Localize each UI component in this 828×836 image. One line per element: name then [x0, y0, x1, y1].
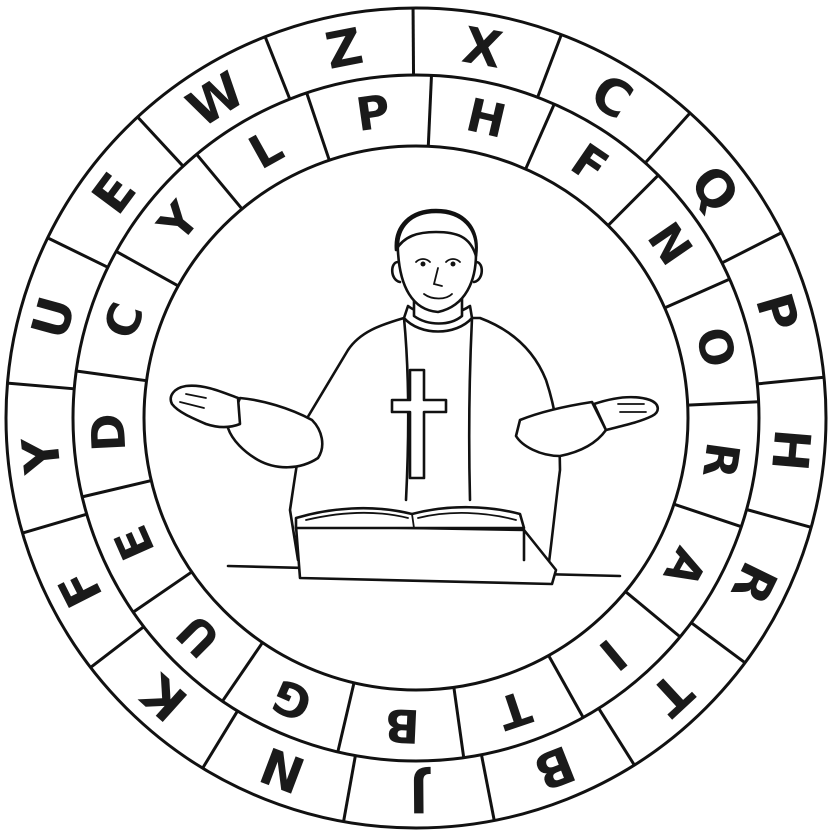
- inner-letter-15: Y: [147, 191, 211, 252]
- outer-divider: [722, 233, 782, 263]
- outer-divider: [599, 708, 635, 765]
- outer-letter-10: N: [253, 735, 313, 804]
- inner-letter-13: D: [80, 412, 136, 453]
- outer-divider: [538, 35, 562, 98]
- inner-letter-11: U: [166, 604, 231, 669]
- inner-divider: [526, 104, 555, 169]
- inner-letter-0: P: [353, 84, 394, 142]
- inner-divider: [116, 251, 178, 285]
- priest-illustration: [171, 210, 658, 584]
- outer-letter-0: Z: [321, 17, 368, 81]
- outer-divider: [481, 755, 494, 821]
- inner-letter-2: F: [562, 133, 618, 195]
- outer-divider: [757, 377, 824, 384]
- right-hand: [594, 397, 658, 430]
- outer-divider: [265, 37, 290, 99]
- outer-letter-9: J: [409, 765, 431, 823]
- head: [398, 212, 476, 312]
- inner-divider: [665, 279, 730, 308]
- inner-divider: [338, 683, 354, 752]
- inner-letter-10: G: [264, 668, 320, 733]
- inner-letter-9: B: [383, 698, 420, 754]
- outer-divider: [645, 113, 690, 163]
- left-sleeve: [228, 398, 322, 467]
- outer-divider: [22, 514, 86, 533]
- inner-divider: [307, 93, 330, 160]
- inner-letter-3: N: [637, 213, 703, 275]
- outer-letter-5: H: [760, 427, 821, 474]
- outer-letter-14: U: [20, 290, 87, 345]
- outer-divider: [48, 238, 108, 267]
- outer-letter-4: P: [744, 287, 810, 338]
- inner-divider: [76, 371, 146, 381]
- outer-letter-16: W: [177, 61, 255, 139]
- inner-letter-12: E: [103, 517, 165, 568]
- altar: [296, 526, 556, 584]
- inner-letter-6: A: [653, 539, 718, 597]
- outer-letter-6: R: [719, 553, 788, 613]
- outer-divider: [203, 711, 238, 768]
- outer-divider: [747, 509, 812, 527]
- inner-divider: [454, 687, 464, 757]
- inner-divider: [197, 154, 242, 209]
- outer-divider: [691, 623, 745, 663]
- inner-divider: [222, 643, 262, 702]
- inner-letter-1: H: [461, 87, 511, 148]
- inner-letter-4: O: [685, 322, 747, 372]
- outer-letter-8: B: [526, 734, 583, 802]
- inner-divider: [674, 504, 741, 526]
- outer-divider: [138, 117, 183, 166]
- inner-divider: [133, 572, 192, 612]
- outer-divider: [91, 627, 144, 668]
- inner-letter-7: I: [589, 629, 637, 681]
- left-hand: [171, 386, 240, 427]
- outer-letter-12: F: [47, 560, 114, 617]
- inner-letter-8: T: [490, 679, 538, 740]
- inner-letter-14: C: [93, 296, 155, 345]
- inner-divider: [688, 402, 759, 405]
- inner-divider: [625, 592, 680, 637]
- inner-divider: [428, 75, 431, 146]
- inner-divider: [608, 175, 658, 225]
- outer-letter-13: Y: [11, 434, 72, 478]
- outer-letter-1: X: [458, 16, 506, 80]
- outer-divider: [344, 756, 356, 822]
- inner-letter-16: L: [240, 118, 292, 179]
- outer-divider: [7, 383, 74, 389]
- inner-letter-5: R: [692, 439, 750, 481]
- inner-divider: [549, 655, 584, 717]
- inner-divider: [82, 481, 151, 497]
